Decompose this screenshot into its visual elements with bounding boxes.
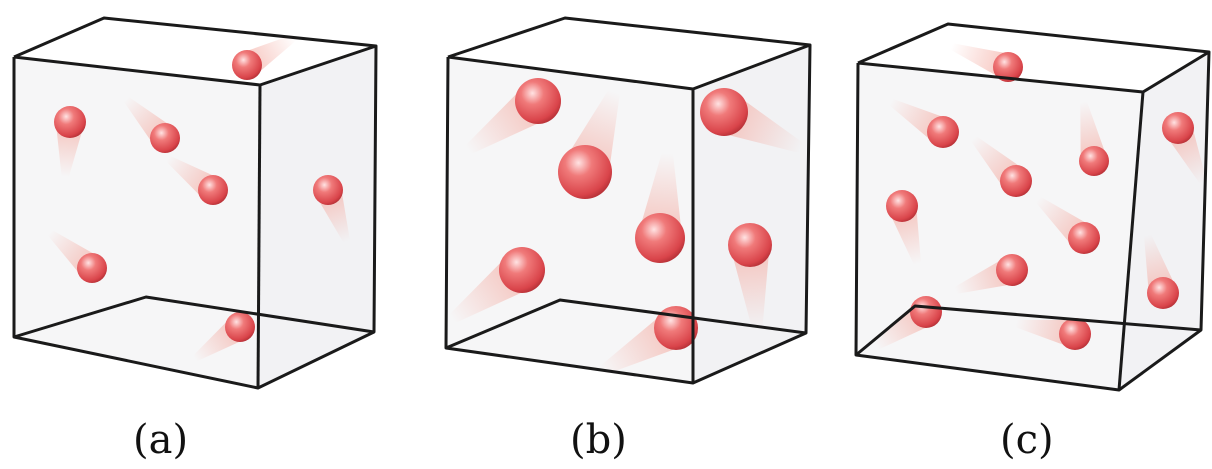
box-edges [444,16,812,385]
gas-particle [225,312,255,342]
panel-c-box [854,22,1211,392]
box-edges [854,22,1211,392]
gas-particle [700,88,748,136]
gas-particle [77,253,107,283]
panel-label-a: (a) [133,417,189,463]
gas-particle [927,116,959,148]
panel-a-box [12,16,378,390]
gas-particle [993,52,1023,82]
gas-particle [515,78,561,124]
gas-particle [54,106,86,138]
gas-particle [1068,222,1100,254]
particles [886,52,1194,350]
gas-particle [232,50,262,80]
gas-particle [1147,277,1179,309]
gas-particle [499,247,545,293]
particles [499,78,772,350]
gas-particle [1079,146,1109,176]
box-front-face [446,57,693,383]
gas-particle [198,175,228,205]
panel-label-b: (b) [570,417,627,463]
gas-particle [910,296,942,328]
gas-particle [558,145,612,199]
gas-particle [150,123,180,153]
panel-label-c: (c) [1000,417,1054,463]
particles [54,50,343,342]
gas-particle [886,190,918,222]
gas-particle [1000,165,1032,197]
gas-particle [1162,112,1194,144]
gas-particle [728,223,772,267]
panel-b-box [444,16,812,385]
gas-particle [1059,318,1091,350]
gas-particle [635,213,685,263]
box-side-face [258,46,376,388]
gas-particle [313,175,343,205]
box-edges [12,16,378,390]
gas-particle [996,254,1028,286]
particle-trail [730,243,770,331]
